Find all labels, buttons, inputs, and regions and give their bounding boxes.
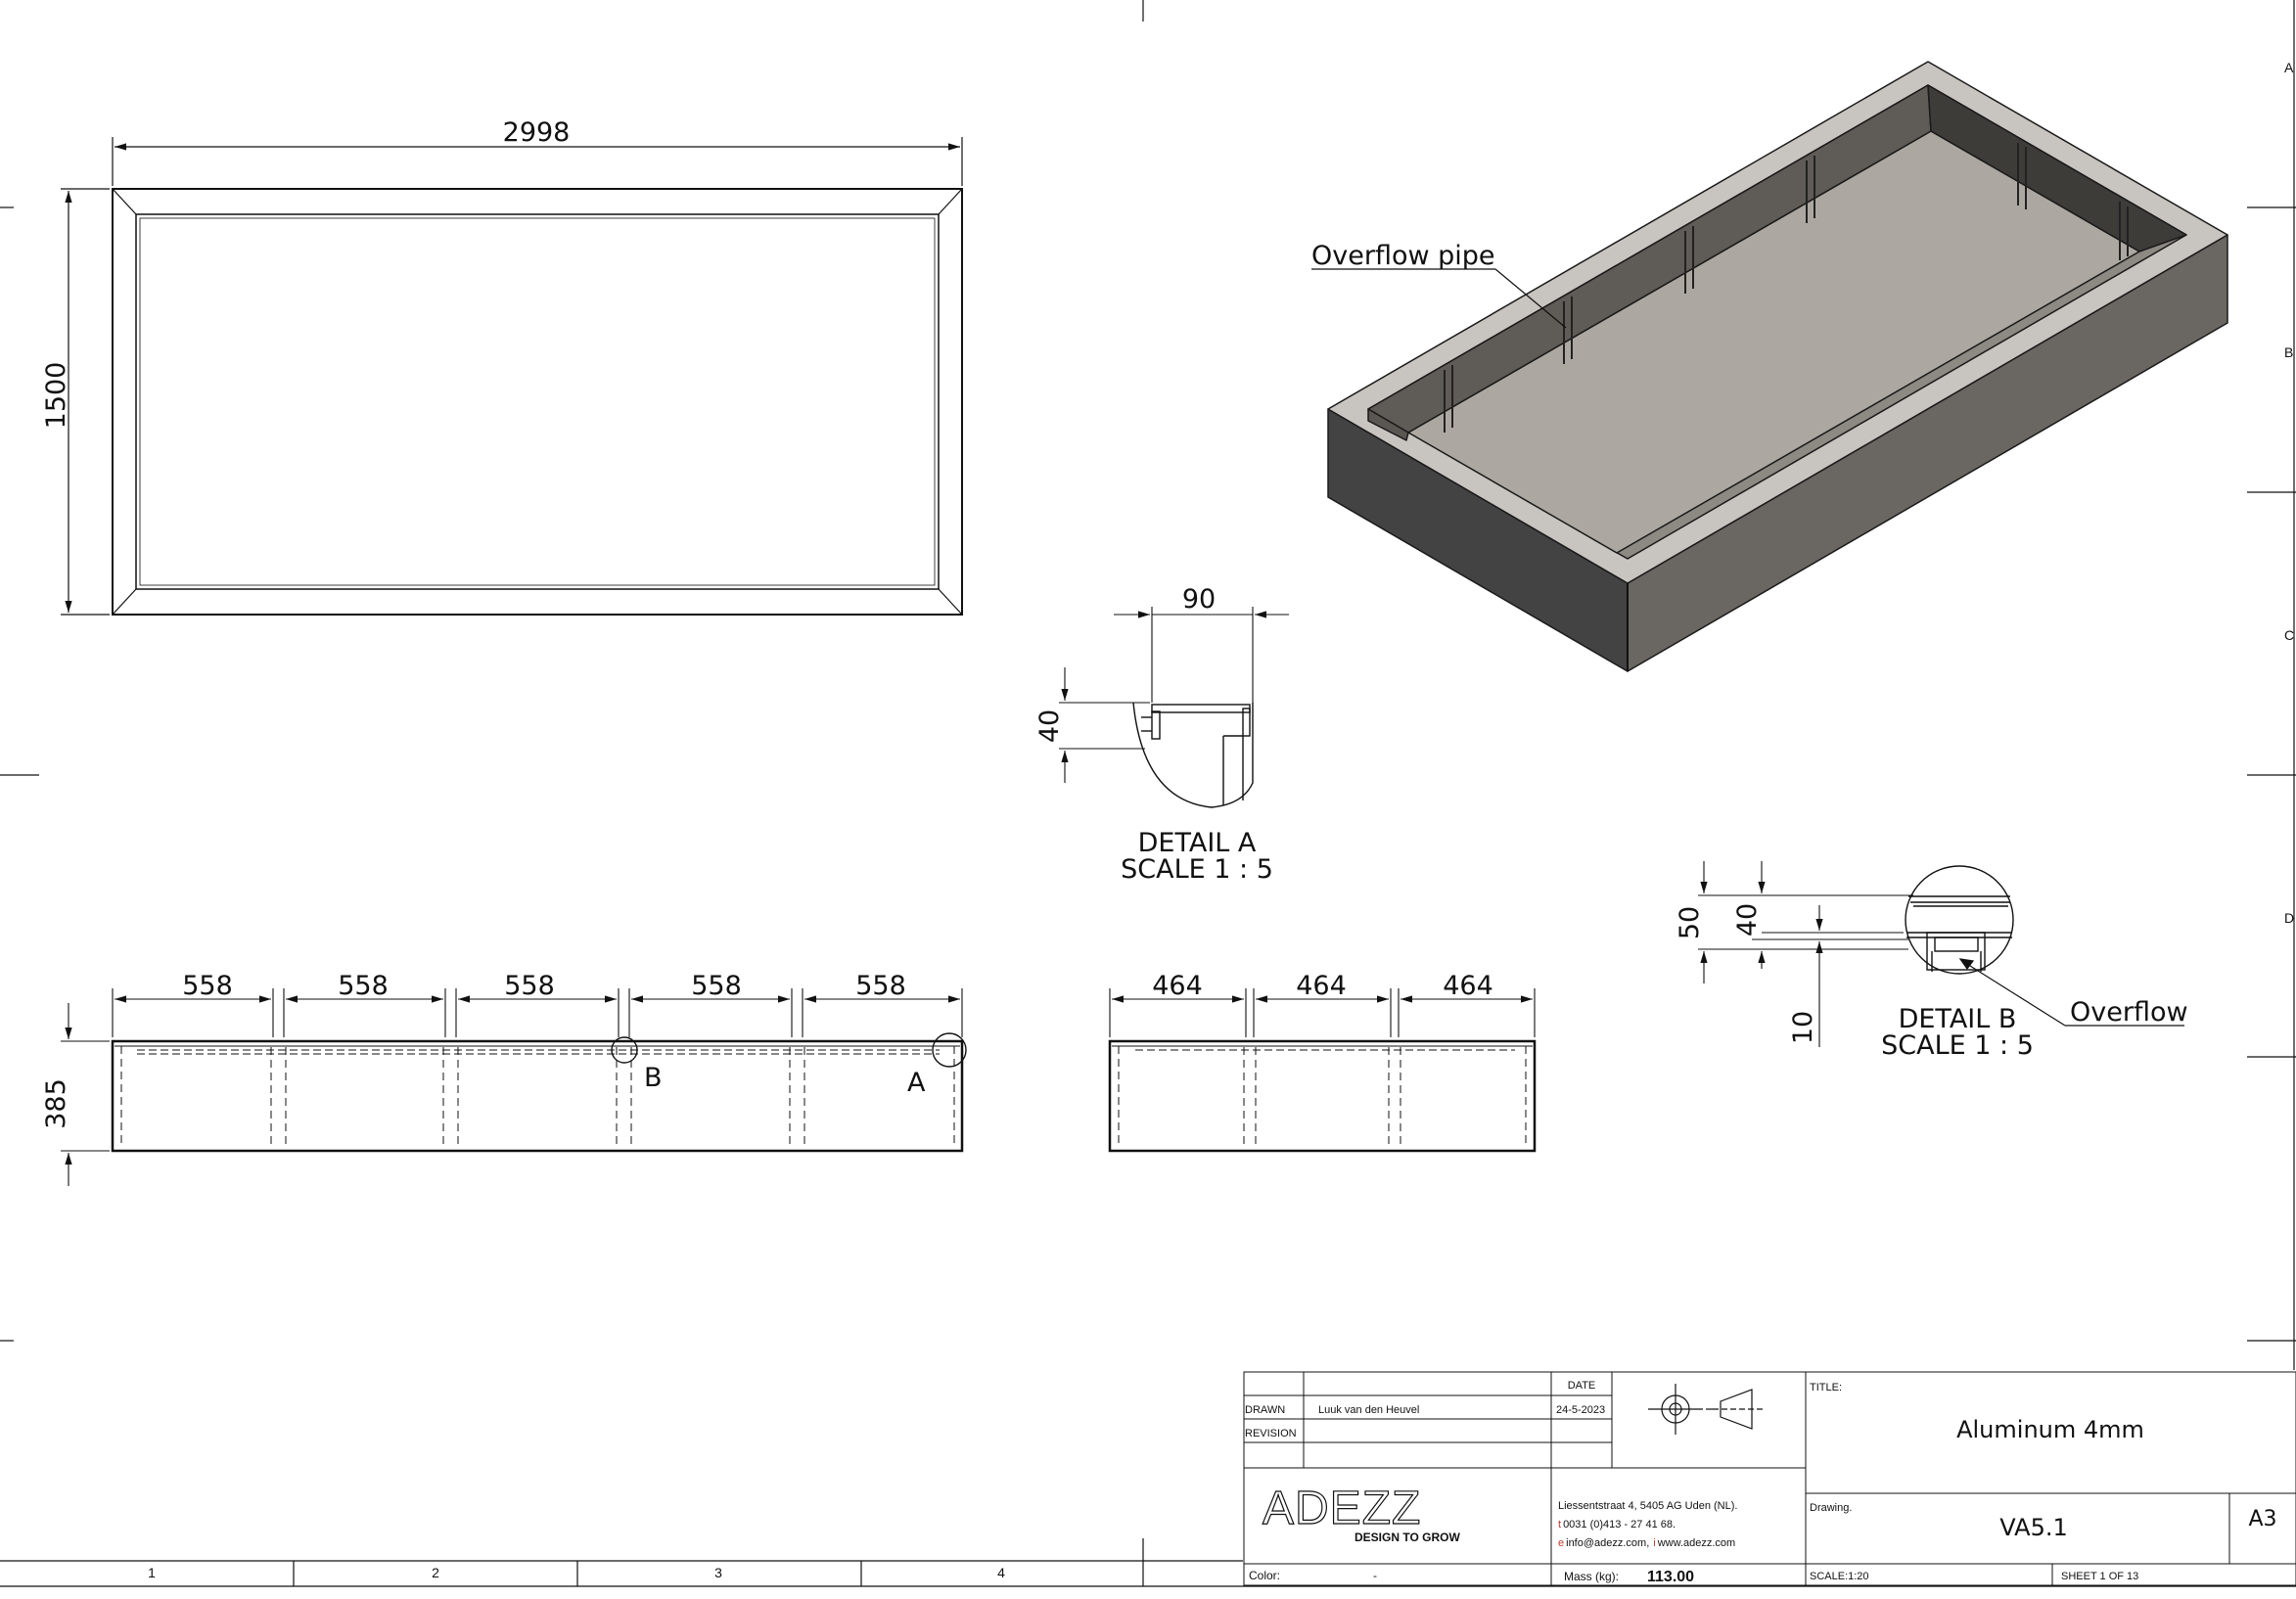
color-label: Color: xyxy=(1249,1569,1280,1582)
front-spacing-2: 558 xyxy=(338,971,389,1001)
side-spacing-2: 464 xyxy=(1296,971,1347,1001)
iso-back-wall-right xyxy=(1927,84,2187,252)
drawing-title: Aluminum 4mm xyxy=(1956,1416,2144,1443)
detail-a-marker-circle xyxy=(932,1032,967,1068)
zone-row-b: B xyxy=(2284,344,2293,360)
detail-b-marker: B xyxy=(644,1063,663,1093)
zone-row-a: A xyxy=(2284,60,2294,75)
color-value: - xyxy=(1373,1569,1377,1582)
detail-b-title: DETAIL B xyxy=(1899,1004,2017,1034)
drawing-number: VA5.1 xyxy=(1999,1514,2067,1541)
detail-b-bottom-label: 10 xyxy=(1788,1011,1818,1044)
drawn-date: 24-5-2023 xyxy=(1556,1404,1605,1416)
side-view-body xyxy=(1108,1039,1537,1153)
overflow-callout xyxy=(1958,958,2184,1027)
overflow-pipe-callout xyxy=(1311,268,1567,329)
zone-col-4: 4 xyxy=(997,1565,1005,1580)
detail-a-height-label: 40 xyxy=(1034,709,1065,743)
overflow-label: Overflow xyxy=(2070,997,2188,1028)
top-view-dimension-height xyxy=(61,188,110,616)
title-label: TITLE: xyxy=(1810,1382,1842,1393)
projection-symbol-icon xyxy=(1648,1384,1764,1435)
company-address: Liessentstraat 4, 5405 AG Uden (NL). xyxy=(1558,1500,1737,1512)
front-spacing-3: 558 xyxy=(504,971,555,1001)
detail-a-dimensions xyxy=(1059,607,1289,783)
detail-b-view xyxy=(1905,865,2014,975)
side-spacing-3: 464 xyxy=(1443,971,1493,1001)
zone-col-1: 1 xyxy=(148,1565,156,1580)
top-view-dimension-width xyxy=(112,137,963,186)
front-spacing-5: 558 xyxy=(855,971,906,1001)
side-spacing-1: 464 xyxy=(1152,971,1203,1001)
detail-a: 90 40 DETAIL A SCALE 1 : 5 xyxy=(1034,584,1289,885)
zone-row-d: D xyxy=(2284,910,2294,926)
scale-value: SCALE:1:20 xyxy=(1810,1571,1869,1582)
zone-labels: 1 2 3 4 A B C D xyxy=(148,60,2294,1580)
drawn-label: DRAWN xyxy=(1245,1404,1285,1416)
front-spacing-4: 558 xyxy=(691,971,742,1001)
detail-a-view xyxy=(1132,702,1254,808)
detail-a-scale: SCALE 1 : 5 xyxy=(1121,854,1273,885)
title-block-text: DATE DRAWN Luuk van den Heuvel 24-5-2023… xyxy=(1245,1380,2277,1585)
top-view-height-label: 1500 xyxy=(41,362,71,430)
detail-b-dimensions xyxy=(1698,861,1913,1047)
drawn-by: Luuk van den Heuvel xyxy=(1318,1404,1419,1416)
detail-a-title: DETAIL A xyxy=(1138,828,1257,858)
zone-col-3: 3 xyxy=(714,1565,722,1580)
front-view-dimensions xyxy=(61,988,963,1186)
sheet-size: A3 xyxy=(2248,1507,2276,1531)
top-view-width-label: 2998 xyxy=(503,117,571,148)
title-block xyxy=(1243,1371,2296,1586)
revision-label: REVISION xyxy=(1245,1428,1297,1439)
mass-label: Mass (kg): xyxy=(1564,1570,1619,1583)
overflow-pipe-label: Overflow pipe xyxy=(1311,241,1495,271)
date-header: DATE xyxy=(1568,1380,1596,1392)
detail-b-outer-label: 50 xyxy=(1675,906,1705,939)
front-view-body xyxy=(111,1039,964,1153)
drawing-label: Drawing. xyxy=(1810,1502,1852,1514)
detail-a-marker: A xyxy=(907,1068,926,1098)
zone-col-2: 2 xyxy=(432,1565,439,1580)
front-spacing-1: 558 xyxy=(182,971,233,1001)
front-view-height-label: 385 xyxy=(41,1078,71,1129)
isometric-view xyxy=(1327,61,2228,672)
detail-b-scale: SCALE 1 : 5 xyxy=(1881,1030,2034,1061)
top-view-frame xyxy=(112,188,963,616)
detail-a-width-label: 90 xyxy=(1182,584,1216,615)
iso-stiffeners xyxy=(1444,143,2129,433)
top-view: 2998 1500 xyxy=(41,117,963,616)
adezz-logo: ADEZZ xyxy=(1263,1483,1421,1534)
detail-b: 50 40 10 Overflow DETAIL B SCALE 1 : 5 xyxy=(1675,861,2188,1061)
sheet-number: SHEET 1 OF 13 xyxy=(2061,1571,2138,1582)
front-view: B A 558 558 558 558 558 385 xyxy=(41,971,967,1186)
detail-b-marker-circle xyxy=(611,1036,638,1064)
zone-row-c: C xyxy=(2284,627,2294,643)
detail-b-inner-label: 40 xyxy=(1732,903,1763,937)
mass-value: 113.00 xyxy=(1647,1569,1694,1585)
side-view: 464 464 464 xyxy=(1108,971,1537,1153)
side-view-dimensions xyxy=(1109,988,1536,1037)
logo-tagline: DESIGN TO GROW xyxy=(1355,1530,1460,1544)
iso-side-wall-left xyxy=(1367,408,1409,441)
